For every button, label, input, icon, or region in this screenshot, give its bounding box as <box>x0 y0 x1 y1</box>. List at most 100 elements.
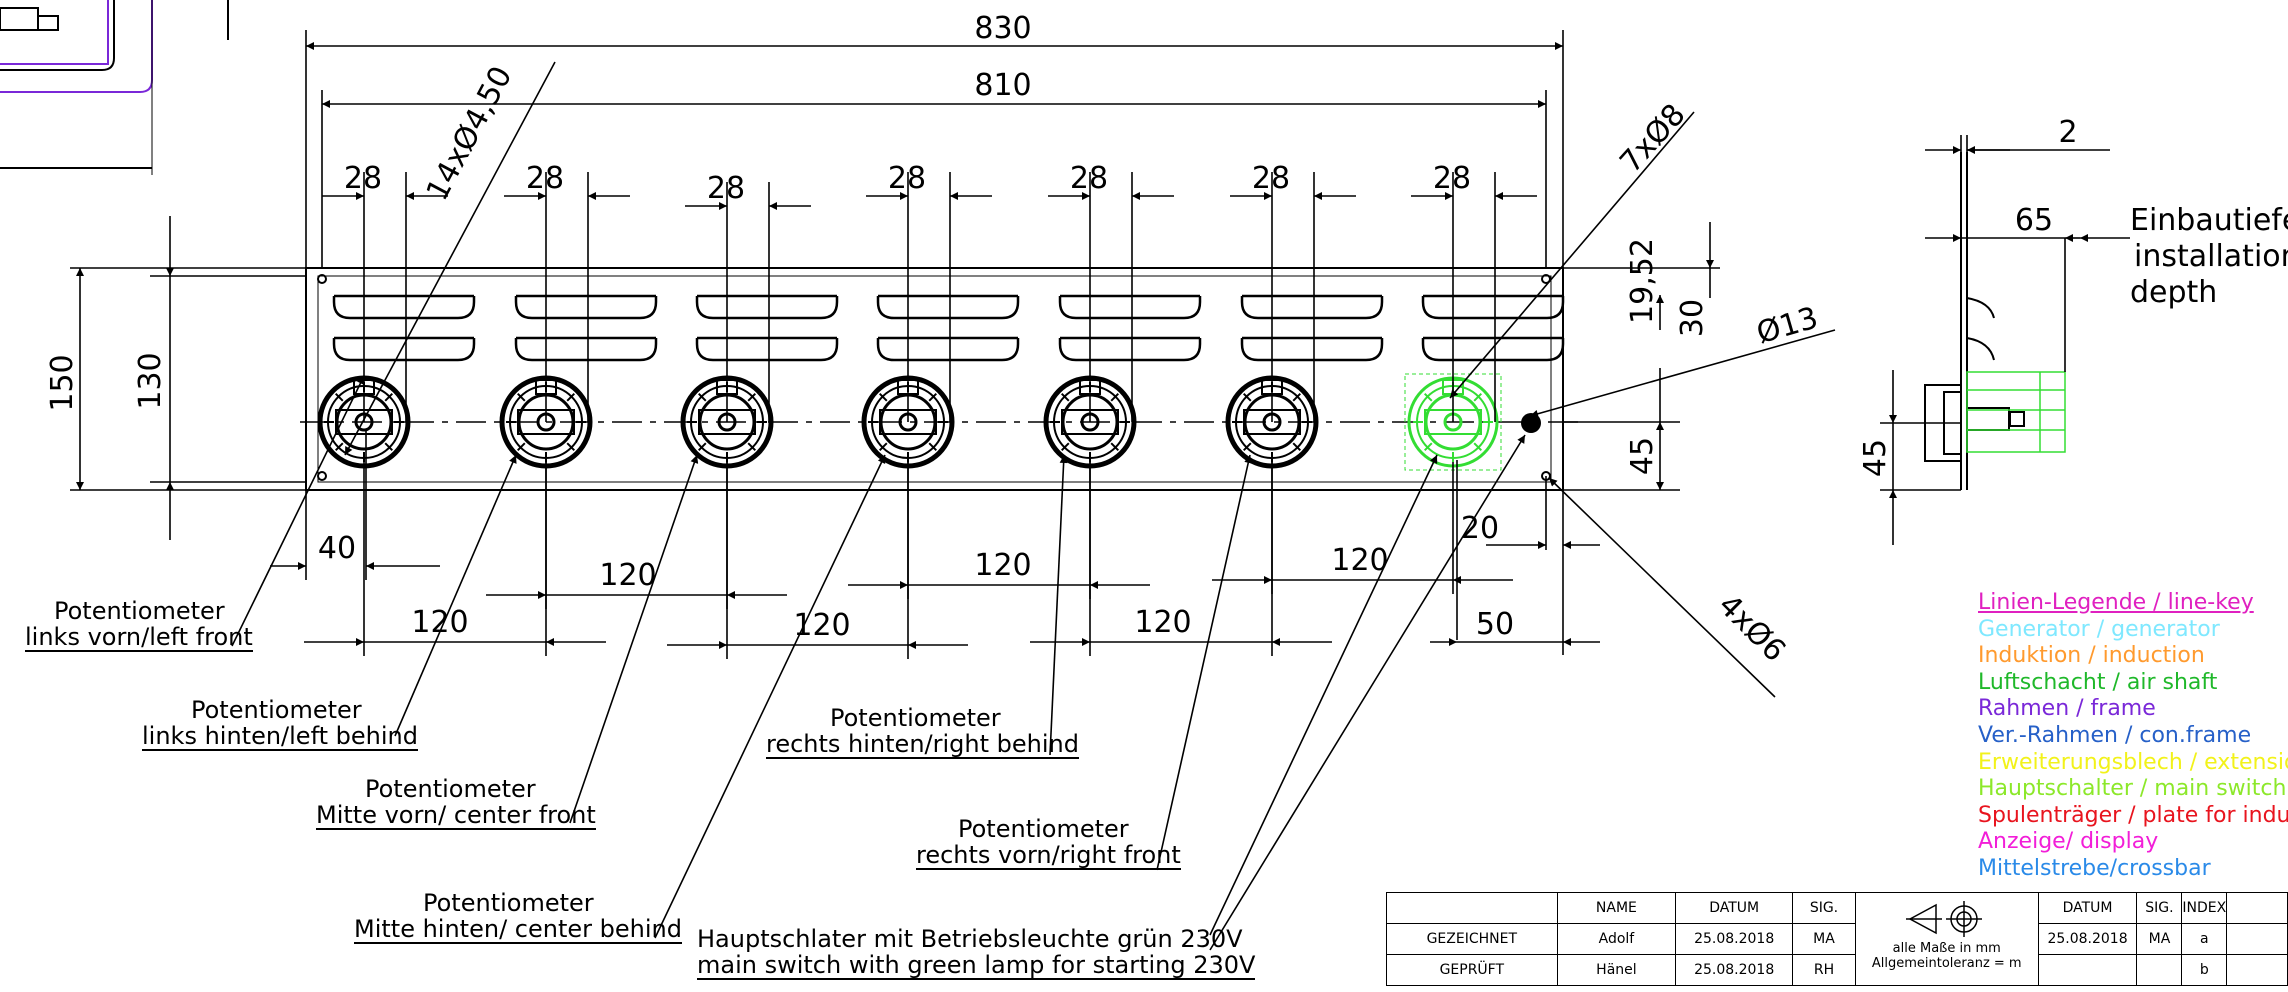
slot <box>1058 338 1202 362</box>
dim-19-52: 19,52 <box>1625 238 1660 324</box>
callout-main-switch-en: main switch with green lamp for starting… <box>697 951 1256 980</box>
callout-pot-left-front-2: links vorn/left front <box>25 623 253 652</box>
slot <box>695 338 839 362</box>
tb-note-tolerance: Allgemeintoleranz = m <box>1871 956 2022 971</box>
legend-item: Generator / generator <box>1978 616 2220 642</box>
callout-pot-left-behind-2: links hinten/left behind <box>142 722 418 751</box>
dim-28: 28 <box>1433 161 1471 196</box>
tb-rev2-sig <box>2136 954 2183 986</box>
slot <box>1421 338 1565 362</box>
dim-dia-13: Ø13 <box>1753 301 1822 352</box>
signal-lamp <box>1521 413 1541 433</box>
slot <box>514 338 658 362</box>
slot <box>332 296 476 320</box>
side-dim-45: 45 <box>1858 439 1893 477</box>
dim-28: 28 <box>344 161 382 196</box>
dim-120: 120 <box>1134 605 1191 640</box>
dim-20: 20 <box>1461 511 1499 546</box>
side-view <box>1880 135 2130 545</box>
pitch-dimensions <box>304 172 1537 659</box>
slot <box>1240 338 1384 362</box>
dim-28: 28 <box>526 161 564 196</box>
slot <box>876 338 1020 362</box>
dim-40: 40 <box>318 531 356 566</box>
dim-height-130: 130 <box>133 352 168 409</box>
hole-note-14: 14xØ4,50 <box>420 61 520 207</box>
dim-45: 45 <box>1625 437 1660 475</box>
callout-main-switch-de: Hauptschlater mit Betriebsleuchte grün 2… <box>697 925 1243 953</box>
slot <box>514 296 658 320</box>
tb-rev2-index: b <box>2181 954 2228 986</box>
panel-outline <box>305 267 1564 491</box>
tb-r2-name: Hänel <box>1556 954 1677 986</box>
dim-28: 28 <box>1070 161 1108 196</box>
legend-item: Induktion / induction <box>1978 643 2205 669</box>
side-dim-65: 65 <box>2015 203 2053 238</box>
slot <box>876 296 1020 320</box>
tb-rev-h-index: INDEX <box>2181 892 2228 924</box>
slot <box>695 296 839 320</box>
tb-h-sig: SIG. <box>1792 892 1856 924</box>
tb-rev1-index: a <box>2181 923 2228 955</box>
dim-120: 120 <box>793 608 850 643</box>
dim-height-150: 150 <box>45 354 80 411</box>
callout-pot-right-behind-1: Potentiometer <box>830 704 1001 732</box>
slot <box>1421 296 1565 320</box>
tb-rev1-sig: MA <box>2136 923 2183 955</box>
slot <box>1058 296 1202 320</box>
dim-120: 120 <box>411 605 468 640</box>
tb-r1-name: Adolf <box>1556 923 1677 955</box>
tb-rev-h-empty <box>2226 892 2288 924</box>
install-depth-en-1: installation <box>2134 239 2288 274</box>
tb-r1-label: GEZEICHNET <box>1386 923 1558 955</box>
dim-inner-width: 810 <box>974 68 1031 103</box>
frame-fragment-top-left <box>0 0 229 175</box>
legend-item: Ver.-Rahmen / con.frame <box>1978 723 2252 748</box>
callout-pot-right-behind-2: rechts hinten/right behind <box>766 730 1079 759</box>
tb-projection: alle Maße in mm Allgemeintoleranz = m <box>1854 892 2039 986</box>
legend-item: Erweiterungsblech / extensio <box>1978 749 2288 775</box>
install-depth-de: Einbautiefe <box>2130 203 2288 238</box>
dim-50: 50 <box>1476 607 1514 642</box>
tb-rev-h-datum: DATUM <box>2037 892 2138 924</box>
ventilation-slots <box>332 294 1565 362</box>
dim-120: 120 <box>1331 543 1388 578</box>
legend-item: Rahmen / frame <box>1978 696 2156 722</box>
projection-symbol-icon <box>1905 901 1982 937</box>
dim-overall-width: 830 <box>974 11 1031 46</box>
slot <box>332 338 476 362</box>
legend-item: Spulenträger / plate for indu <box>1978 802 2288 828</box>
slot <box>1240 296 1384 320</box>
tb-r2-date: 25.08.2018 <box>1675 954 1794 986</box>
tb-r1-date: 25.08.2018 <box>1675 923 1794 955</box>
legend-item: Hauptschalter / main switch <box>1978 776 2287 802</box>
title-block: NAME DATUM SIG. alle Maße in mm Allgemei… <box>1386 892 2288 992</box>
callout-pot-left-behind-1: Potentiometer <box>191 696 362 724</box>
tb-r2-label: GEPRÜFT <box>1386 954 1558 986</box>
callout-pot-center-front-2: Mitte vorn/ center front <box>316 801 596 830</box>
dim-30: 30 <box>1675 299 1710 337</box>
callout-pot-right-front-1: Potentiometer <box>958 815 1129 843</box>
side-dim-2: 2 <box>2058 115 2077 150</box>
dimension-lines <box>70 30 1836 698</box>
legend-item: Luftschacht / air shaft <box>1978 669 2218 695</box>
leader-lines <box>231 61 1695 951</box>
tb-note-units: alle Maße in mm <box>1892 941 2001 956</box>
tb-rev2-empty <box>2226 954 2288 986</box>
callout-pot-center-front-1: Potentiometer <box>365 775 536 803</box>
legend-title: Linien-Legende / line-key <box>1978 590 2254 615</box>
tb-rev1-date: 25.08.2018 <box>2037 923 2138 955</box>
dim-120: 120 <box>974 548 1031 583</box>
legend-item: Mittelstrebe/crossbar <box>1978 856 2211 881</box>
tb-h-name: NAME <box>1556 892 1677 924</box>
tb-h-datum: DATUM <box>1675 892 1794 924</box>
tb-r1-sig: MA <box>1792 923 1856 955</box>
dim-28: 28 <box>707 171 745 206</box>
tb-rev2-date <box>2037 954 2138 986</box>
callout-pot-center-behind-2: Mitte hinten/ center behind <box>354 915 682 944</box>
dim-28: 28 <box>1252 161 1290 196</box>
hole-note-4: 4xØ6 <box>1711 588 1792 669</box>
dim-120: 120 <box>599 558 656 593</box>
callout-pot-right-front-2: rechts vorn/right front <box>916 841 1181 870</box>
